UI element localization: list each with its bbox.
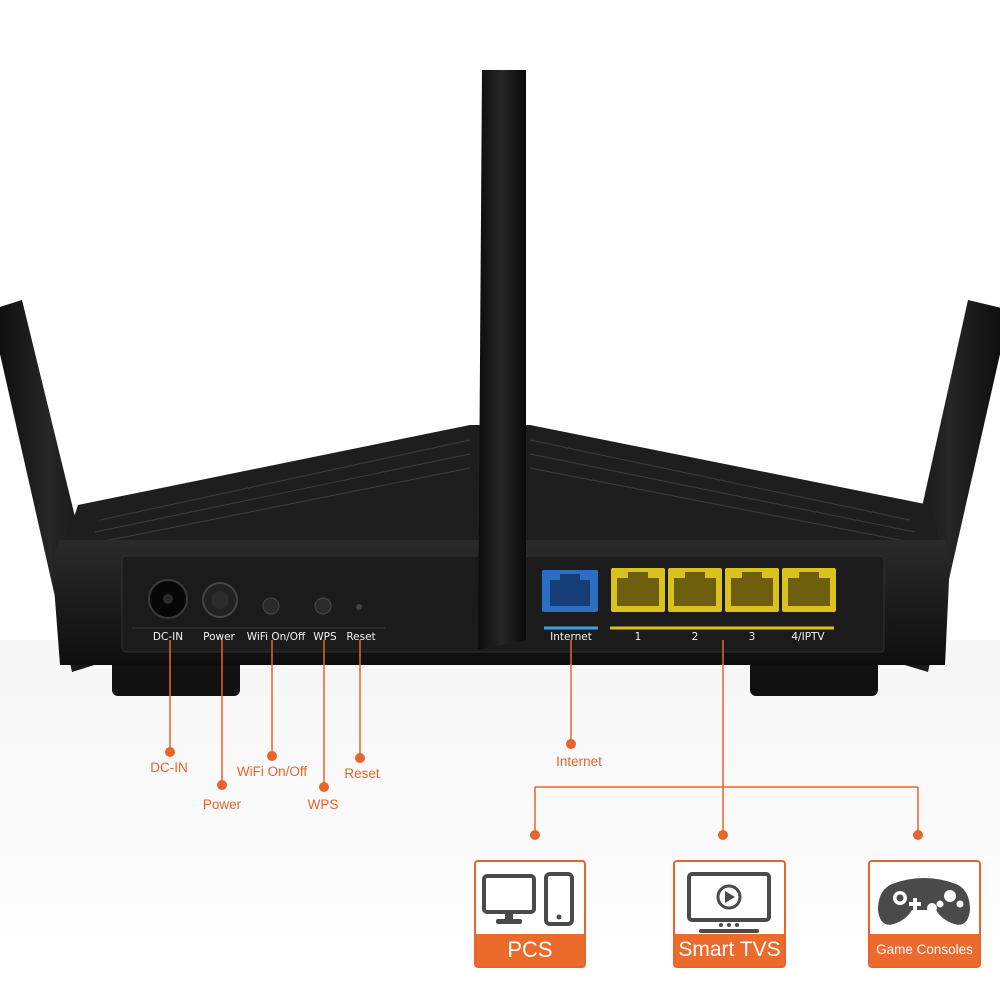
lan-port-2 [668, 568, 722, 612]
label-lan-3: 3 [748, 631, 756, 643]
tv-play-icon [687, 872, 771, 933]
router-foot-right [750, 660, 878, 696]
router-top-ribs [89, 439, 921, 545]
wifi-toggle-button [262, 597, 280, 615]
device-card-game-consoles: Game Consoles [868, 860, 981, 968]
label-lan-2: 2 [691, 631, 699, 643]
device-card-smart-tvs: Smart TVS [673, 860, 786, 968]
lan-port-4 [782, 568, 836, 612]
antenna-center [478, 70, 526, 650]
callout-internet: Internet [556, 754, 602, 769]
power-button-face [211, 591, 229, 609]
dc-in-pin [163, 594, 173, 604]
device-label-smart-tvs: Smart TVS [675, 934, 784, 966]
router-foot-left [112, 660, 240, 696]
label-reset: Reset [346, 631, 376, 643]
callout-reset: Reset [344, 766, 380, 781]
label-internet: Internet [550, 631, 592, 643]
device-card-pcs: PCS [474, 860, 586, 968]
label-lan-4: 4/IPTV [791, 631, 825, 643]
lan-port-3 [725, 568, 779, 612]
pc-phone-icon [482, 872, 574, 926]
callout-power: Power [202, 797, 242, 812]
device-label-game-consoles: Game Consoles [870, 934, 979, 966]
internet-port [542, 570, 598, 612]
callout-wifi: WiFi On/Off [236, 764, 308, 779]
wps-button [314, 597, 332, 615]
label-wps: WPS [313, 631, 337, 643]
callout-lines [165, 640, 923, 840]
lan-port-1 [611, 568, 665, 612]
label-lan-1: 1 [634, 631, 642, 643]
gamepad-icon [878, 878, 970, 925]
device-label-pcs: PCS [476, 934, 584, 966]
label-dc-in: DC-IN [152, 631, 184, 643]
callout-wps: WPS [307, 797, 339, 812]
label-power: Power [203, 631, 235, 643]
callout-dc-in: DC-IN [150, 760, 188, 775]
label-wifi: WiFi On/Off [246, 631, 306, 643]
reset-pinhole [356, 604, 362, 610]
